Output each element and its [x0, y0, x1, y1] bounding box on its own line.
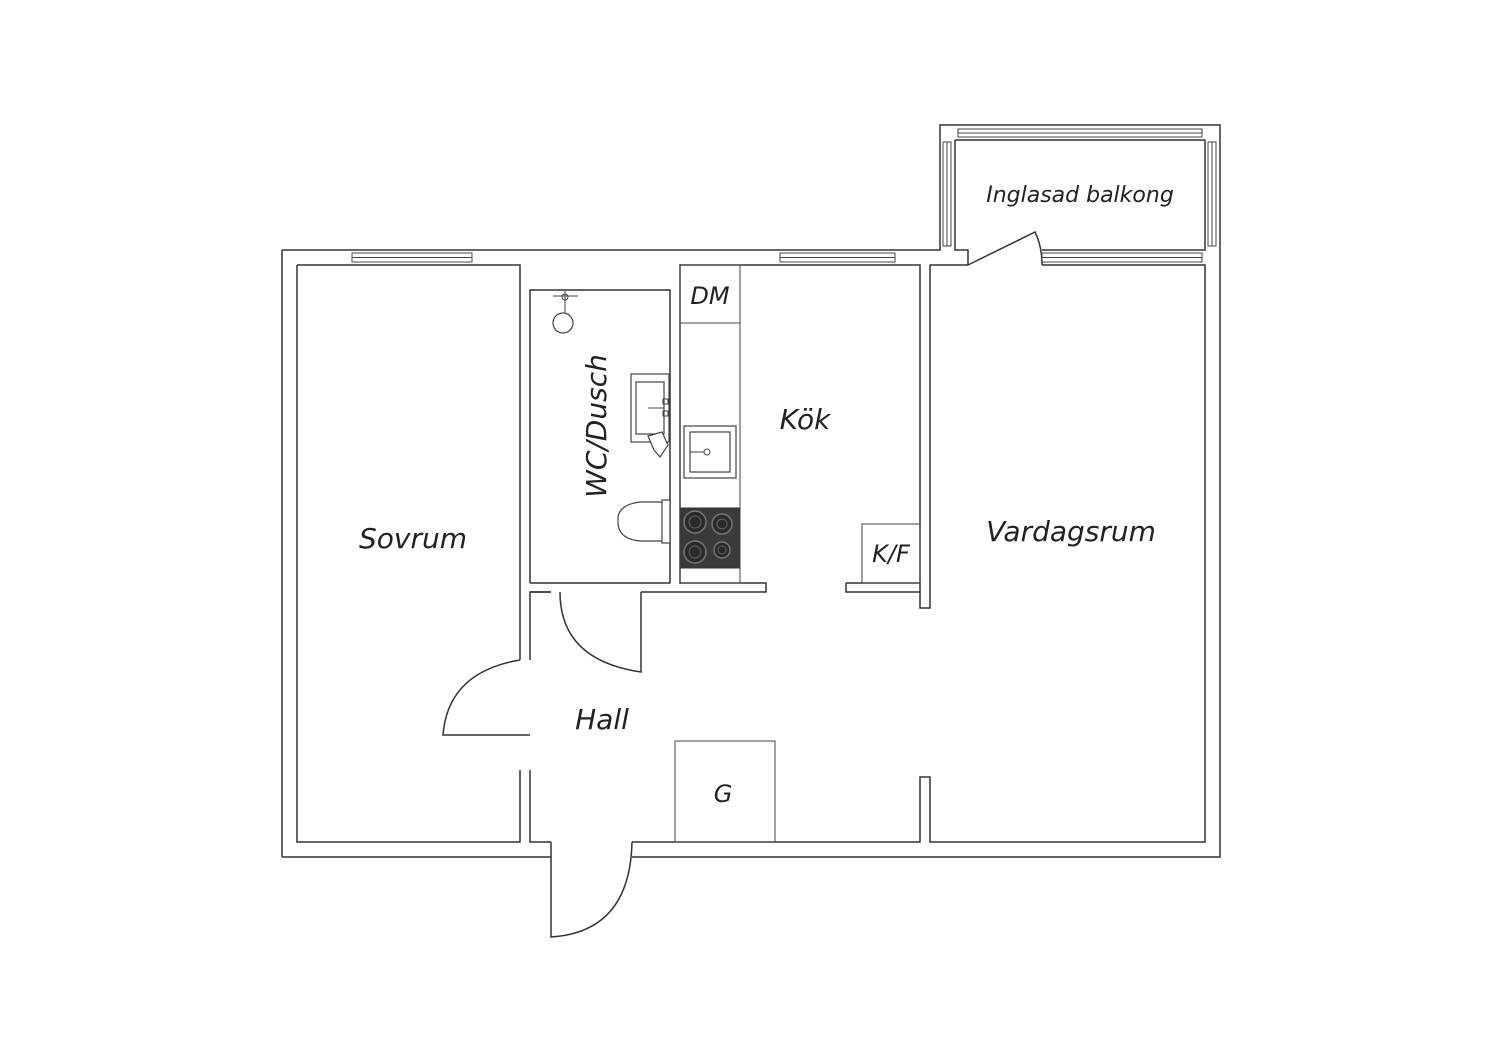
bedroom-door [442, 659, 530, 736]
label-kok: Kök [780, 403, 832, 436]
dishwasher-box [679, 264, 741, 324]
label-wc-dusch: WC/Dusch [580, 354, 613, 498]
shower-icon [552, 290, 578, 334]
label-hall: Hall [575, 703, 629, 736]
label-g: G [714, 780, 733, 808]
label-kf: K/F [872, 540, 911, 568]
sink-icon [630, 373, 670, 443]
windows [351, 252, 1203, 263]
faucet-icon [647, 431, 669, 458]
exterior-walls [281, 124, 1221, 858]
bathroom-fixtures [552, 290, 671, 544]
label-dm: DM [690, 282, 729, 310]
kitchen-sink-icon [683, 425, 737, 479]
label-sovrum: Sovrum [359, 522, 467, 555]
wardrobe-box [674, 740, 776, 843]
label-balkong: Inglasad balkong [986, 183, 1174, 208]
stove-icon [680, 507, 740, 569]
kitchen-fixtures [679, 264, 921, 584]
toilet-icon [617, 499, 671, 544]
bathroom-door [559, 591, 642, 673]
label-vardagsrum: Vardagsrum [986, 515, 1156, 548]
entrance-door [550, 841, 633, 938]
doors [442, 591, 642, 938]
fridge-freezer-box [861, 523, 921, 584]
balcony-door [967, 230, 1043, 266]
room-labels: Sovrum WC/Dusch DM Kök K/F Vardagsrum Ha… [359, 183, 1174, 808]
